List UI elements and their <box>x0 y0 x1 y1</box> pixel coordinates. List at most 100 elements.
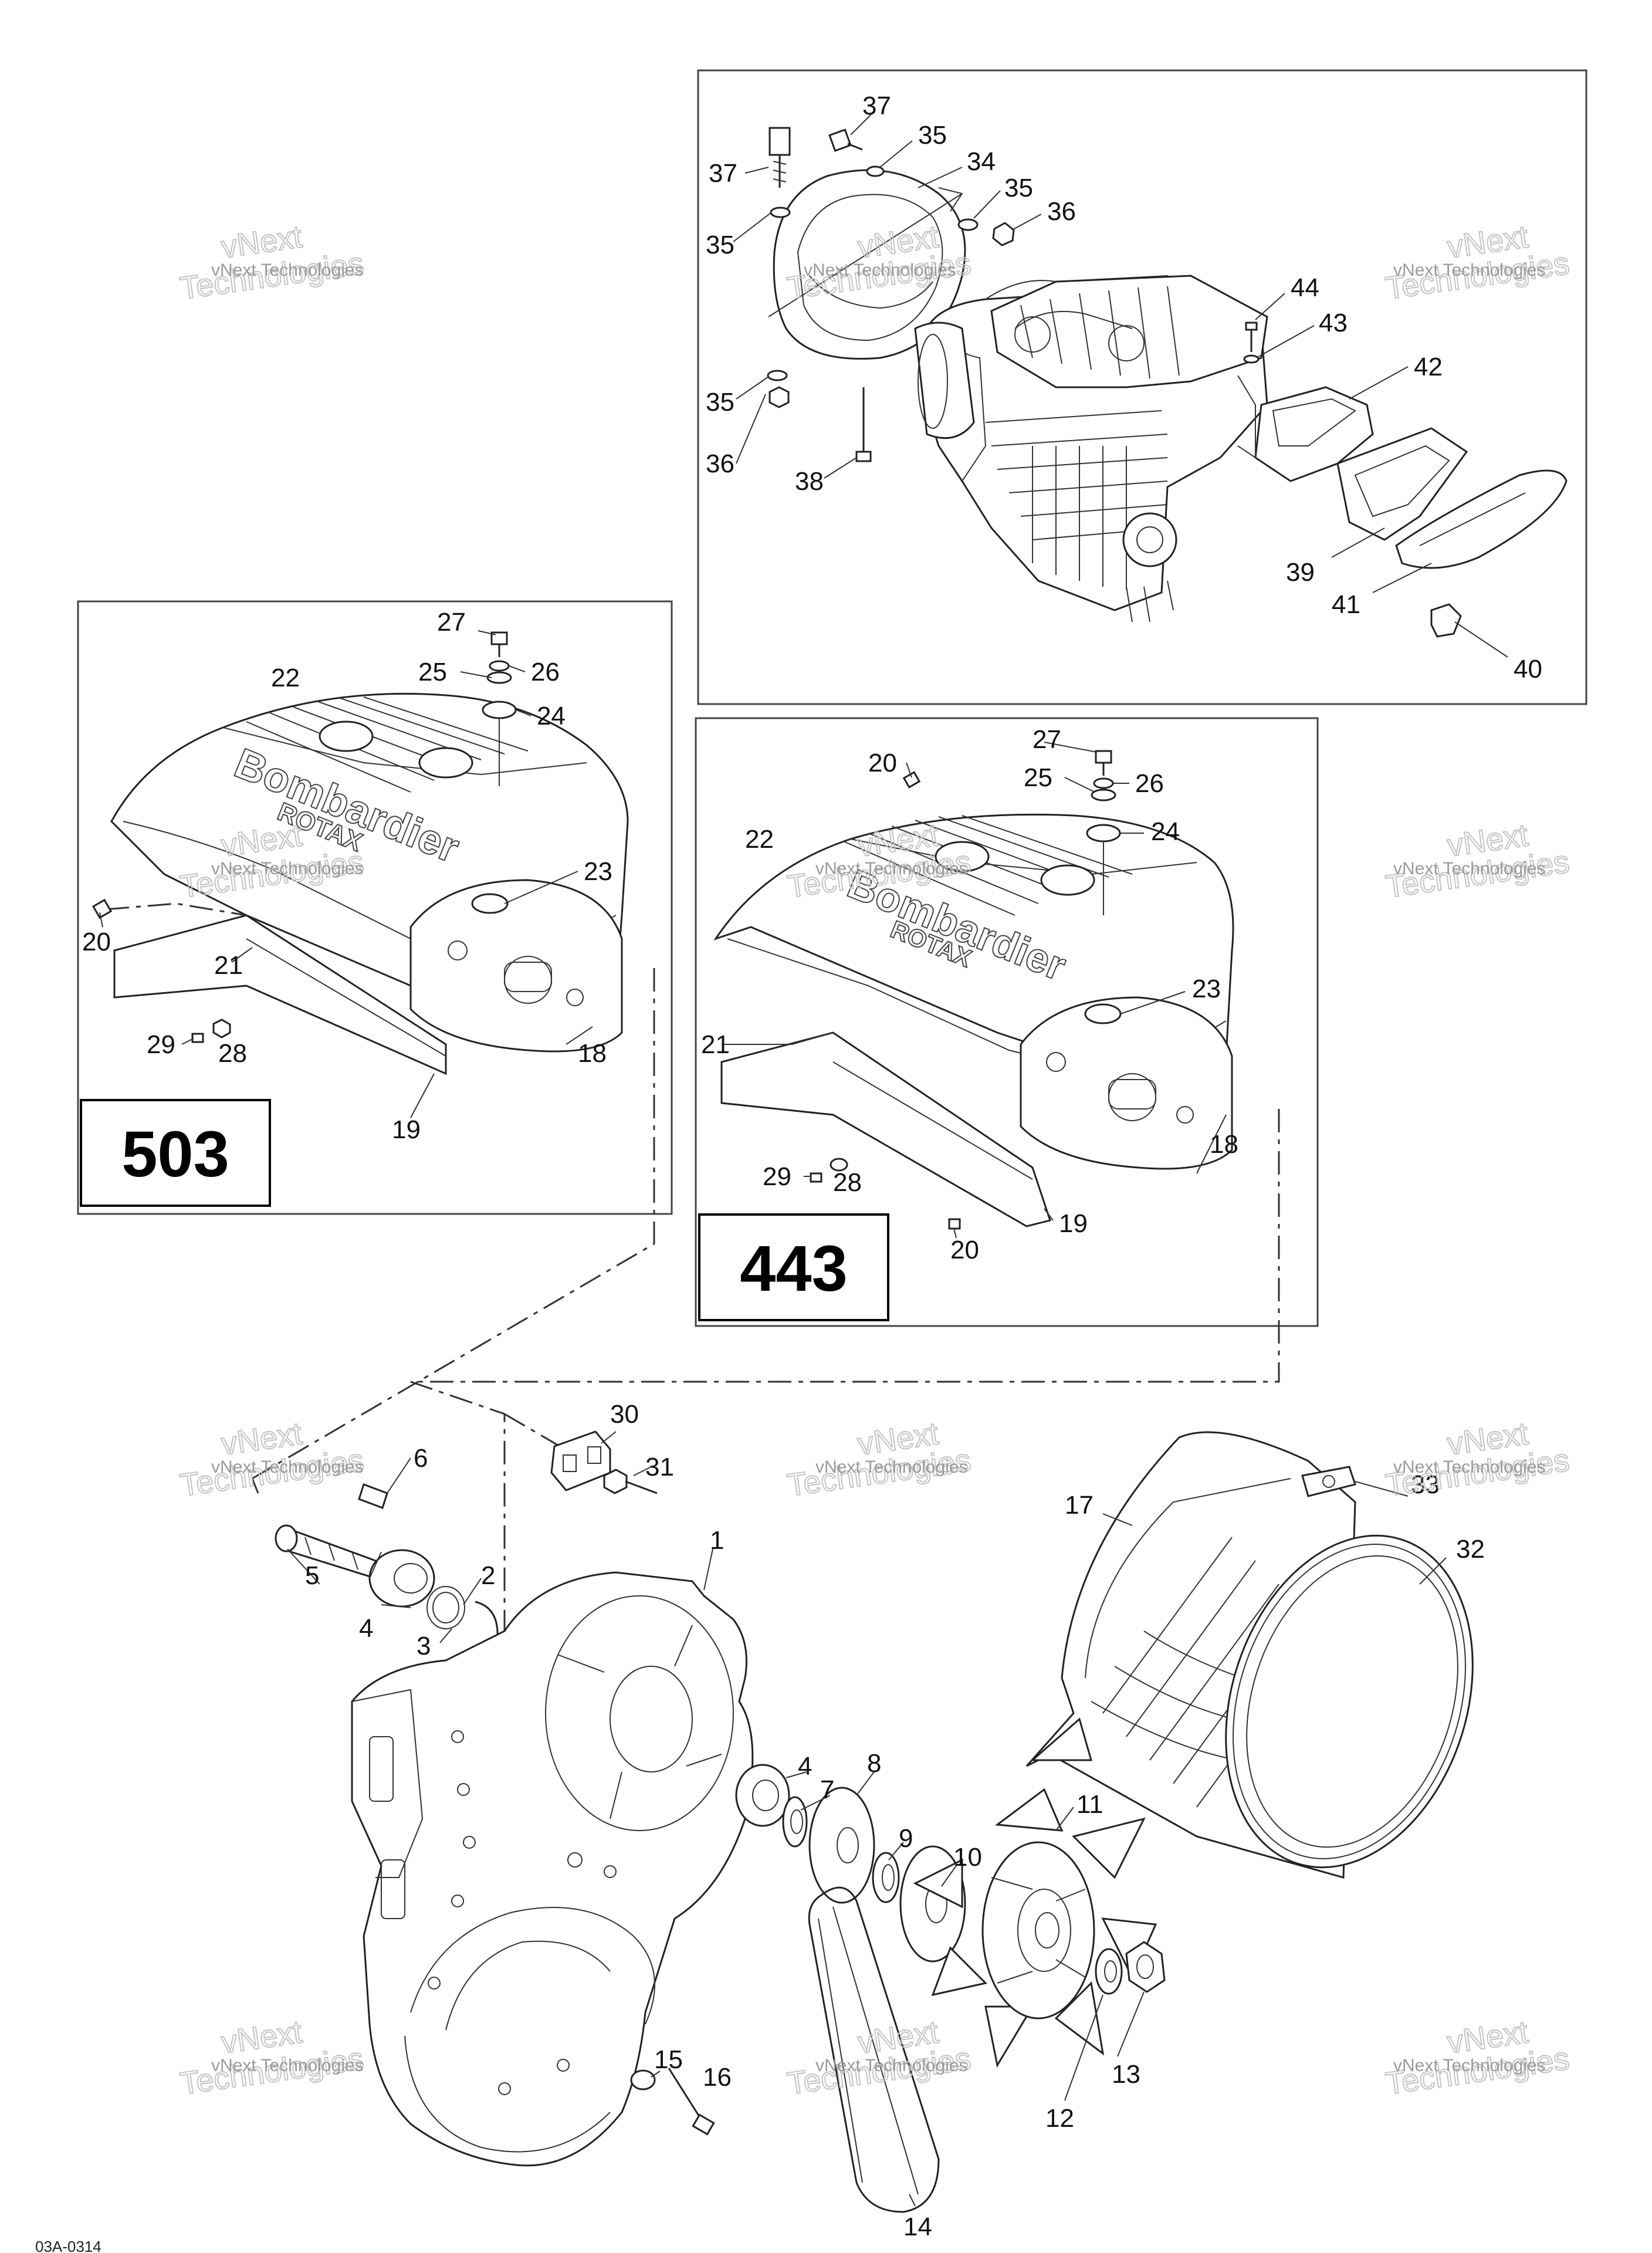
part-label-24-443: 24 <box>1151 817 1180 846</box>
part-label-32: 32 <box>1456 1535 1485 1564</box>
part-label-35-a: 35 <box>918 121 947 150</box>
part-label-22-503: 22 <box>271 664 300 692</box>
svg-text:vNext Technologies: vNext Technologies <box>815 859 968 878</box>
screw-20-443-top <box>902 771 921 789</box>
washer-26-503 <box>489 660 510 672</box>
part-label-41: 41 <box>1332 590 1360 619</box>
watermark-11: vNext Technologies vNext Technologies <box>784 2014 974 2102</box>
part-label-38: 38 <box>795 467 824 496</box>
spacer-9 <box>872 1852 900 1903</box>
part-label-29-503: 29 <box>147 1030 175 1059</box>
part-label-22-443: 22 <box>745 825 774 854</box>
part-label-35-c: 35 <box>706 231 734 259</box>
watermark-12: vNext Technologies vNext Technologies <box>1383 2014 1572 2102</box>
screw-20-503 <box>92 898 113 919</box>
bracket-30 <box>550 1430 611 1491</box>
part-label-43: 43 <box>1319 309 1348 337</box>
washer-35-b <box>866 165 885 177</box>
part-label-6: 6 <box>414 1444 428 1473</box>
belt-14 <box>808 1886 940 2213</box>
screw-27-503 <box>490 631 508 657</box>
part-label-10: 10 <box>953 1843 982 1872</box>
part-label-18-503: 18 <box>578 1039 607 1068</box>
part-label-4-b: 4 <box>798 1752 812 1781</box>
bolt-37-right <box>828 128 863 152</box>
part-label-34: 34 <box>967 147 996 176</box>
part-label-9: 9 <box>899 1824 913 1853</box>
fan-11 <box>913 1788 1157 2068</box>
part-label-14: 14 <box>903 2213 932 2241</box>
part-label-37-a: 37 <box>862 92 891 120</box>
part-label-23-443: 23 <box>1192 975 1221 1003</box>
svg-text:vNext Technologies: vNext Technologies <box>815 1457 968 1477</box>
bolt-31 <box>603 1469 658 1494</box>
part-label-30: 30 <box>610 1400 639 1429</box>
part-label-8: 8 <box>867 1749 881 1778</box>
washer-26-443 <box>1093 777 1114 789</box>
part-label-29-443: 29 <box>763 1162 791 1191</box>
washer-25-443 <box>1091 789 1116 801</box>
watermark-8: vNext Technologies vNext Technologies <box>784 1415 974 1504</box>
part-label-23-503: 23 <box>584 857 612 886</box>
screw-29-443 <box>810 1172 822 1183</box>
clip-40 <box>1430 603 1462 638</box>
key-6 <box>358 1483 388 1509</box>
inset-503-badge-text: 503 <box>121 1118 229 1190</box>
part-label-33: 33 <box>1411 1470 1440 1499</box>
washer-35-d <box>767 370 788 381</box>
part-label-39: 39 <box>1286 558 1315 587</box>
washer-43 <box>1243 354 1260 364</box>
washer-25-503 <box>486 671 512 684</box>
fan-housing-1 <box>351 1571 754 2167</box>
bearing-4-upper <box>368 1549 435 1608</box>
part-label-12: 12 <box>1045 2104 1074 2133</box>
part-label-3: 3 <box>417 1632 431 1660</box>
screw-20-443-bottom <box>948 1218 961 1230</box>
guard-39 <box>1336 427 1468 541</box>
deflector-19-21-443 <box>720 1031 1051 1227</box>
part-label-11: 11 <box>1076 1790 1103 1819</box>
watermark-6: vNext Technologies vNext Technologies <box>1383 817 1572 905</box>
deflector-19-21-503 <box>105 902 447 1075</box>
nut-28-503 <box>212 1019 231 1038</box>
svg-text:vNext Technologies: vNext Technologies <box>815 2056 968 2075</box>
ring-32 <box>1225 1534 1474 1869</box>
part-label-15: 15 <box>654 2045 683 2074</box>
part-label-40: 40 <box>1514 655 1542 684</box>
reference-line-503 <box>252 968 655 1480</box>
svg-text:vNext Technologies: vNext Technologies <box>1393 1457 1546 1477</box>
svg-text:vNext Technologies: vNext Technologies <box>211 859 364 878</box>
part-label-26-503: 26 <box>531 658 560 686</box>
part-label-35-b: 35 <box>1004 174 1033 202</box>
part-label-26-443: 26 <box>1135 769 1164 798</box>
part-label-21-503: 21 <box>214 951 243 980</box>
part-label-4-a: 4 <box>359 1614 373 1643</box>
bolt-38 <box>855 387 872 462</box>
washer-35-a <box>770 207 791 218</box>
nut-36-a <box>992 222 1015 246</box>
inset-443-badge-text: 443 <box>740 1233 848 1305</box>
clamp-33 <box>1301 1466 1356 1497</box>
part-label-36-a: 36 <box>1047 197 1076 226</box>
part-label-19-443: 19 <box>1059 1209 1088 1238</box>
bolt-37-upper <box>769 127 791 188</box>
svg-text:vNext Technologies: vNext Technologies <box>1393 261 1546 280</box>
grommet-23-503 <box>471 893 509 914</box>
watermark-1: vNext Technologies vNext Technologies <box>177 218 367 307</box>
svg-text:vNext Technologies: vNext Technologies <box>211 261 364 280</box>
part-label-13: 13 <box>1112 2060 1140 2089</box>
watermark-10: vNext Technologies vNext Technologies <box>177 2014 367 2102</box>
bolt-44 <box>1245 322 1258 352</box>
guard-41 <box>1395 469 1568 569</box>
svg-text:vNext Technologies: vNext Technologies <box>211 2056 364 2075</box>
part-label-21-443: 21 <box>701 1030 730 1059</box>
part-label-5: 5 <box>305 1561 319 1590</box>
grommet-23-443 <box>1084 1003 1122 1024</box>
nut-13 <box>1125 1941 1166 1993</box>
part-label-42: 42 <box>1414 353 1443 381</box>
part-label-27-443: 27 <box>1032 725 1061 754</box>
leader-lines <box>99 114 1508 2207</box>
screw-29-503 <box>191 1033 204 1043</box>
part-label-37-b: 37 <box>709 159 737 188</box>
inset-503-frame <box>77 600 673 1215</box>
